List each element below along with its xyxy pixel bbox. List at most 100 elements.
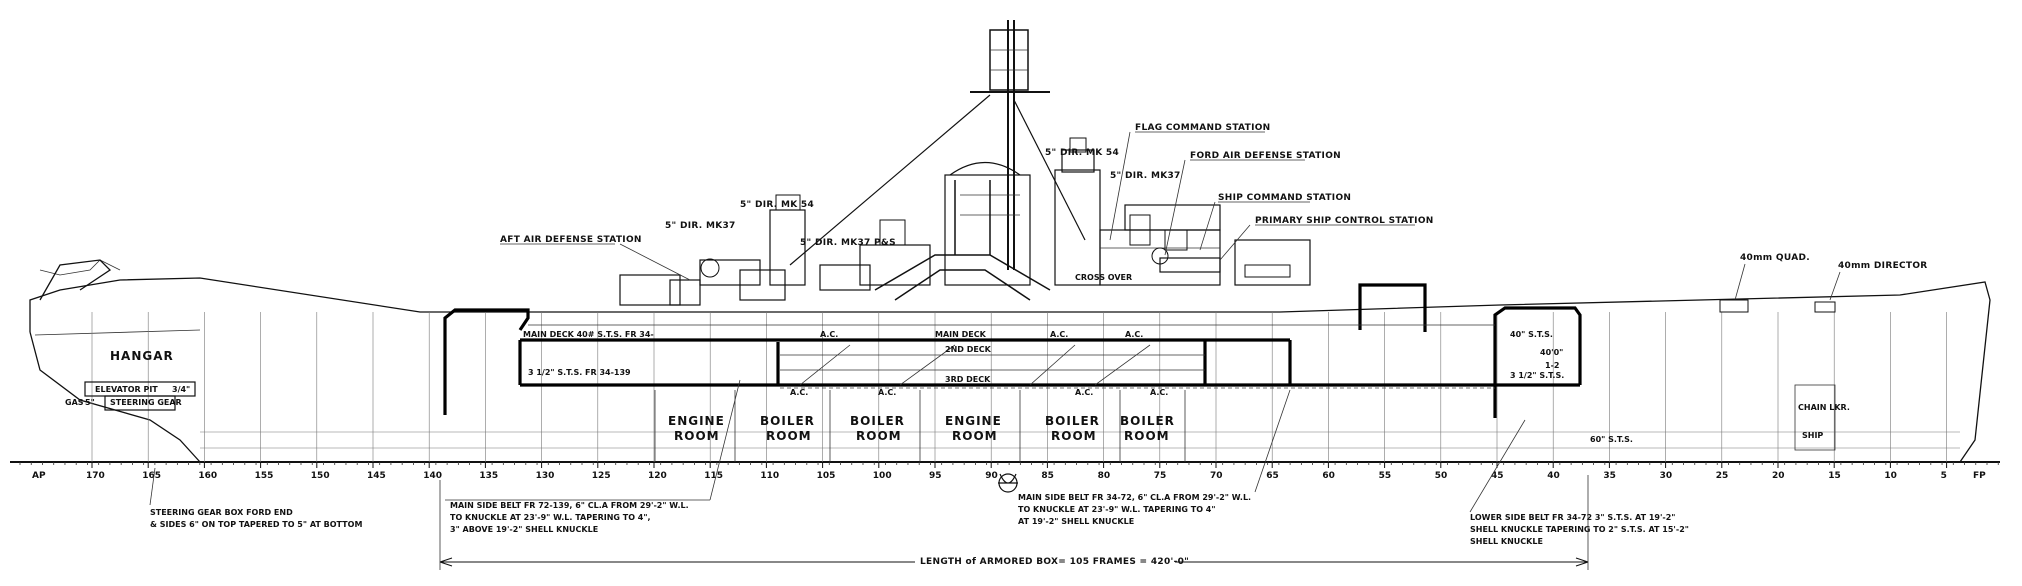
frame-number: 5 — [1941, 471, 1947, 481]
dir-mk54-aft-label: 5" DIR. MK 54 — [740, 200, 814, 210]
deck-lines — [528, 324, 1495, 389]
frame-number: 65 — [1266, 471, 1279, 481]
boiler-room-3-sub: ROOM — [1051, 429, 1097, 443]
boiler-room-4-label: BOILER — [1120, 414, 1175, 428]
sts-fwd2-label: 3 1/2" S.T.S. — [1510, 371, 1564, 380]
frame-number: 35 — [1603, 471, 1616, 481]
ac-label-1: A.C. — [820, 330, 838, 339]
armored-box-dimension: LENGTH of ARMORED BOX= 105 FRAMES = 420'… — [439, 475, 1589, 570]
aft-air-defense-station-label: AFT AIR DEFENSE STATION — [500, 235, 642, 245]
frame-number: 15 — [1828, 471, 1841, 481]
main-belt-fwd-line-3: AT 19'-2" SHELL KNUCKLE — [1018, 517, 1134, 526]
cross-over-label: CROSS OVER — [1075, 273, 1132, 282]
frame-number: 120 — [648, 471, 667, 481]
frame-number: 40 — [1547, 471, 1560, 481]
ac-label-4: A.C. — [790, 388, 808, 397]
main-belt-fwd-line-2: TO KNUCKLE AT 23'-9" W.L. TAPERING TO 4" — [1018, 505, 1216, 514]
hangar-label: HANGAR — [110, 349, 174, 363]
sts-fwd-label: 40" S.T.S. — [1510, 330, 1553, 339]
sts-aft-label: 3 1/2" S.T.S. FR 34-139 — [528, 368, 631, 377]
steering-note-line-2: & SIDES 6" ON TOP TAPERED TO 5" AT BOTTO… — [150, 520, 362, 529]
frame-number: 140 — [423, 471, 442, 481]
engine-room-2-label: ENGINE — [945, 414, 1002, 428]
gas-value: 5" — [85, 398, 95, 407]
third-deck-label: 3RD DECK — [945, 375, 991, 384]
ac-label-5: A.C. — [878, 388, 896, 397]
frame-lines — [91, 312, 1947, 462]
lower-belt-line-1: LOWER SIDE BELT FR 34-72 3" S.T.S. AT 19… — [1470, 513, 1675, 522]
frame-number: 170 — [86, 471, 105, 481]
main-belt-aft-line-2: TO KNUCKLE AT 23'-9" W.L. TAPERING TO 4"… — [450, 513, 651, 522]
boiler-room-2-sub: ROOM — [856, 429, 902, 443]
frame-number: 50 — [1435, 471, 1448, 481]
fwd-air-defense-station-label: FORD AIR DEFENSE STATION — [1190, 151, 1341, 161]
main-belt-aft-line-1: MAIN SIDE BELT FR 72-139, 6" CL.A FROM 2… — [450, 501, 689, 510]
machinery-bulkheads — [654, 390, 1186, 462]
gas-label: GAS — [65, 398, 84, 407]
frame-number: 130 — [536, 471, 555, 481]
engine-room-1-label: ENGINE — [668, 414, 725, 428]
dimension-40-label: 40'0" — [1540, 348, 1563, 357]
dir-mk37-fwd-label: 5" DIR. MK37 — [1110, 171, 1181, 181]
ac-label-6: A.C. — [1075, 388, 1093, 397]
steering-gear-label: STEERING GEAR — [110, 398, 182, 407]
elevator-pit-value: 3/4" — [172, 385, 190, 394]
main-mast — [789, 20, 1086, 270]
compartment-labels: HANGAR ELEVATOR PIT 3/4" GAS 5" STEERING… — [65, 273, 1850, 451]
frame-number: 105 — [817, 471, 836, 481]
frame-number: 75 — [1154, 471, 1167, 481]
frame-number: 55 — [1379, 471, 1392, 481]
boiler-room-4-sub: ROOM — [1124, 429, 1170, 443]
frame-number: 10 — [1884, 471, 1897, 481]
hull-outline — [10, 259, 2000, 463]
frame-number: 160 — [198, 471, 217, 481]
boiler-room-3-label: BOILER — [1045, 414, 1100, 428]
lower-belt-line-3: SHELL KNUCKLE — [1470, 537, 1543, 546]
engine-room-1-sub: ROOM — [674, 429, 720, 443]
primary-ship-control-station-label: PRIMARY SHIP CONTROL STATION — [1255, 216, 1434, 226]
boiler-room-1-sub: ROOM — [766, 429, 812, 443]
frame-number: 135 — [479, 471, 498, 481]
frame-number: 95 — [929, 471, 942, 481]
frame-number: 150 — [311, 471, 330, 481]
lower-belt-line-2: SHELL KNUCKLE TAPERING TO 2" S.T.S. AT 1… — [1470, 525, 1689, 534]
dimension-12-label: 1-2 — [1545, 361, 1559, 370]
director-labels: 5" DIR. MK 54 5" DIR. MK37 5" DIR. MK 54… — [665, 148, 1928, 313]
armored-box — [443, 283, 1582, 418]
superstructure — [619, 137, 1311, 306]
ship-command-station-label: SHIP COMMAND STATION — [1218, 193, 1351, 203]
frame-number: 145 — [367, 471, 386, 481]
ap-label: AP — [32, 471, 46, 481]
ac-label-3: A.C. — [1125, 330, 1143, 339]
elevator-pit-label: ELEVATOR PIT — [95, 385, 158, 394]
frame-number: 155 — [255, 471, 274, 481]
frame-number: 20 — [1772, 471, 1785, 481]
armor-notes: STEERING GEAR BOX FORD END & SIDES 6" ON… — [149, 379, 1689, 546]
fp-label: FP — [1973, 471, 1986, 481]
main-belt-fwd-line-1: MAIN SIDE BELT FR 34-72, 6" CL.A FROM 29… — [1018, 493, 1251, 502]
boiler-room-1-label: BOILER — [760, 414, 815, 428]
frame-number: 45 — [1491, 471, 1504, 481]
second-deck-label: 2ND DECK — [945, 345, 992, 354]
frame-number: 125 — [592, 471, 611, 481]
boiler-room-2-label: BOILER — [850, 414, 905, 428]
chain-locker-label: CHAIN LKR. — [1798, 403, 1850, 412]
frame-number: 165 — [142, 471, 161, 481]
frame-number: 110 — [760, 471, 779, 481]
dir-mk37-ps-label: 5" DIR. MK37 P&S — [800, 238, 896, 248]
flag-command-station-label: FLAG COMMAND STATION — [1135, 123, 1271, 133]
dir-mk54-fwd-label: 5" DIR. MK 54 — [1045, 148, 1119, 158]
frame-number: 25 — [1716, 471, 1729, 481]
director-40mm-label: 40mm DIRECTOR — [1838, 261, 1928, 271]
frame-number: 90 — [985, 471, 998, 481]
frame-number: 115 — [704, 471, 723, 481]
chain-locker-sub: SHIP — [1802, 431, 1823, 440]
frame-number: 85 — [1041, 471, 1054, 481]
dir-mk37-aft-label: 5" DIR. MK37 — [665, 221, 736, 231]
frame-number: 80 — [1098, 471, 1111, 481]
quad-40mm-label: 40mm QUAD. — [1740, 253, 1810, 263]
main-deck-label: MAIN DECK — [935, 330, 987, 339]
